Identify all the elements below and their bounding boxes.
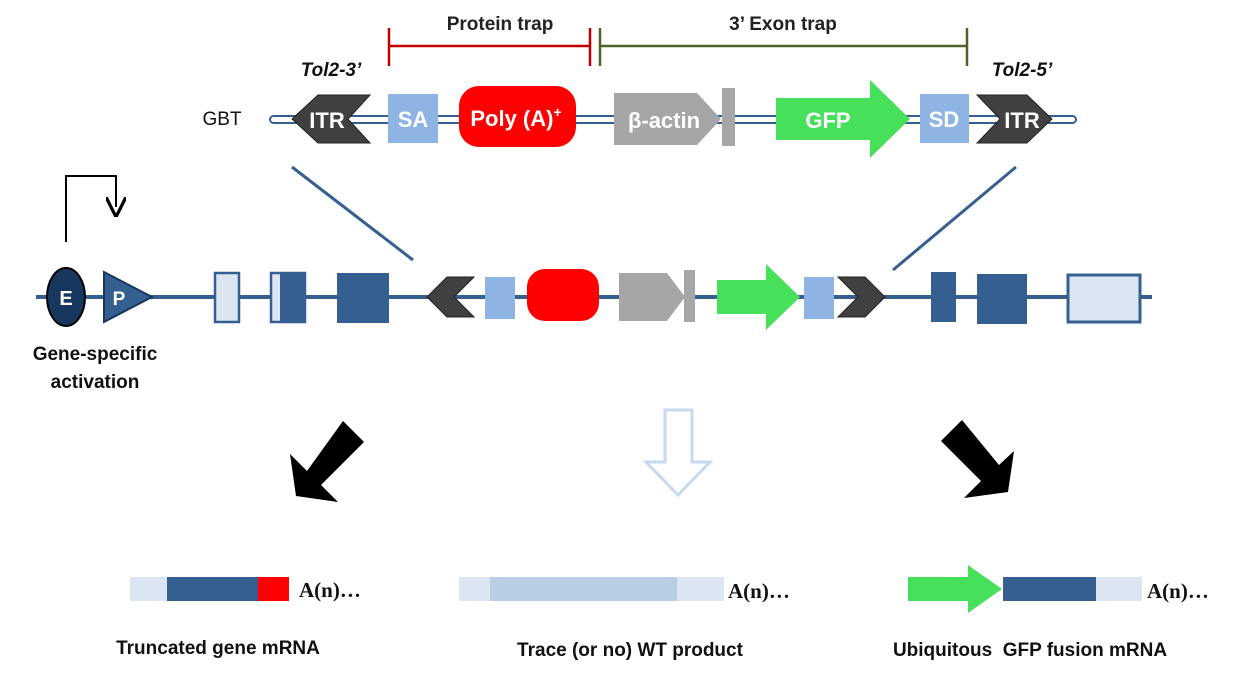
sd-box (920, 94, 969, 143)
arrow-ubiquitous (941, 420, 1014, 498)
sa-inserted (485, 277, 515, 319)
promoter-triangle (103, 270, 155, 324)
beta-actin-shape (614, 93, 721, 145)
exon-6-utr (1066, 273, 1142, 324)
protein-trap-bracket (387, 28, 592, 66)
exon-4 (931, 272, 956, 322)
polya-tail-trace: A(n)… (728, 579, 790, 603)
exon-trap-bracket (598, 28, 969, 66)
beta-actin-label: β-actin (628, 108, 700, 133)
gfp-arrow (776, 80, 910, 158)
insertion-line-right (892, 165, 1017, 272)
activation-label-line2: activation (51, 372, 140, 393)
exon-bar-inserted (684, 270, 695, 322)
sa-box (388, 94, 438, 143)
exon-5 (977, 274, 1027, 324)
truncated-caption: Truncated gene mRNA (116, 638, 320, 659)
exon-2-coding (280, 273, 305, 322)
sd-inserted (804, 277, 834, 319)
gbt-label: GBT (202, 109, 241, 130)
activation-label-line1: Gene-specific (33, 344, 158, 365)
itr-left-label: ITR (309, 108, 345, 133)
enhancer-oval (46, 267, 86, 327)
protein-trap-label: Protein trap (447, 14, 554, 35)
exon-trap-label: 3’ Exon trap (729, 14, 837, 35)
trace-caption: Trace (or no) WT product (517, 640, 744, 661)
polya-tail-fusion: A(n)… (1147, 579, 1209, 603)
ubiquitous-caption: Ubiquitous GFP fusion mRNA (893, 640, 1167, 661)
polya-inserted (527, 269, 599, 321)
promoter-label: P (113, 289, 126, 310)
truncated-mrna (130, 577, 289, 601)
polya-label: Poly (A)+ (470, 104, 561, 131)
polya-box (459, 86, 576, 147)
enhancer-label: E (59, 288, 72, 310)
itr-right-label: ITR (1004, 108, 1040, 133)
sd-label: SD (929, 107, 960, 132)
tol2-3-label: Tol2-3’ (301, 60, 362, 81)
exon-bar-gbt (722, 88, 735, 146)
itr-right-shape (975, 94, 1053, 144)
insertion-line-left (291, 165, 414, 262)
gfp-arrow-inserted (717, 264, 800, 330)
gfp-fusion-mrna (908, 565, 1142, 613)
exon-1 (213, 271, 241, 324)
polya-tail-truncated: A(n)… (299, 578, 361, 602)
arrow-trace (642, 408, 714, 498)
transcription-start-arrow (65, 175, 116, 242)
itr-left-inserted (426, 276, 476, 318)
sa-label: SA (398, 107, 429, 132)
exon-3 (337, 273, 389, 323)
gfp-label: GFP (805, 108, 850, 133)
arrow-truncated (290, 421, 364, 502)
itr-left-shape (291, 94, 372, 144)
beta-actin-inserted (619, 273, 685, 321)
trace-mrna (459, 577, 724, 601)
tol2-5-label: Tol2-5’ (992, 60, 1053, 81)
itr-right-inserted (836, 276, 886, 318)
